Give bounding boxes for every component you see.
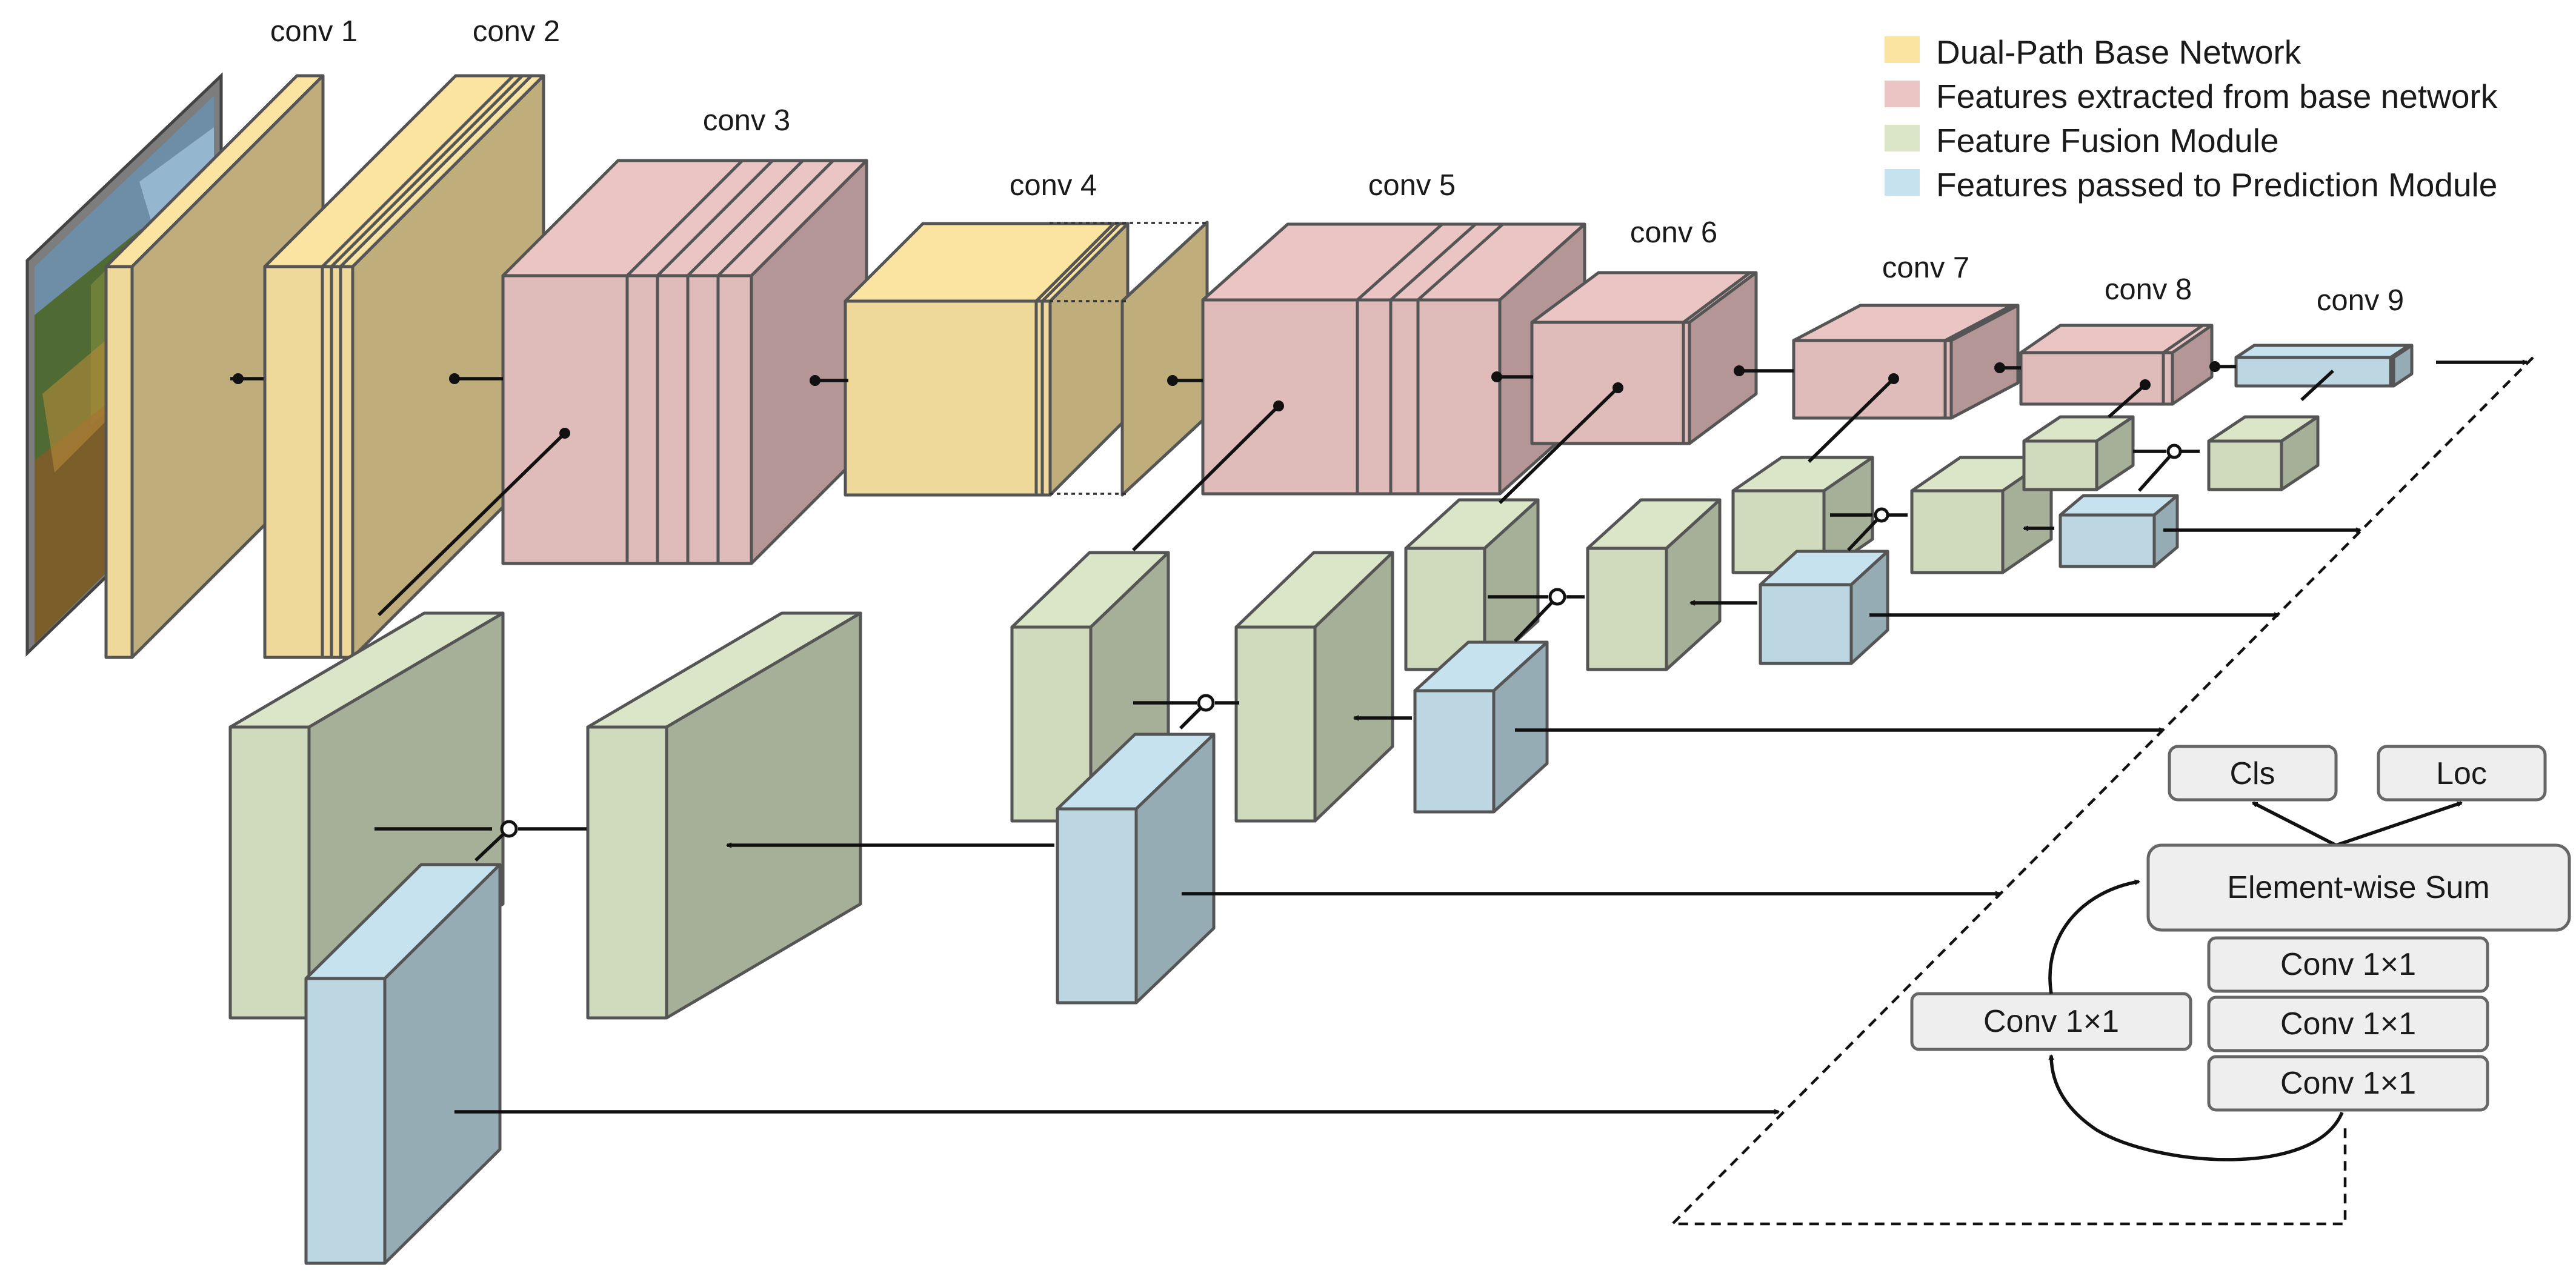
legend-label-extracted: Features extracted from base network — [1936, 78, 2498, 115]
prediction-block-2 — [1056, 733, 1216, 1005]
legend: Dual-Path Base Network Features extracte… — [1885, 33, 2498, 204]
conv4b-block — [1120, 221, 1209, 497]
fusion-block-3a — [1404, 498, 1540, 671]
conv5-block — [1201, 222, 1586, 496]
connections — [230, 362, 2527, 1112]
prediction-module-outline — [1669, 356, 2534, 1226]
fusion-block-4b — [1910, 456, 2053, 574]
fusion-block-5b — [2207, 415, 2320, 491]
layer-labels: conv 1 conv 2 conv 3 conv 4 conv 5 conv … — [270, 15, 2404, 317]
network-blocks — [104, 74, 2414, 1265]
prediction-block-3 — [1413, 640, 1549, 814]
conv-stack-label-3: Conv 1×1 — [2280, 1066, 2416, 1101]
conv-stack-label-2: Conv 1×1 — [2280, 1006, 2416, 1042]
conv2-label: conv 2 — [473, 15, 560, 48]
fusion-block-1b — [586, 611, 862, 1020]
legend-item-base-network: Dual-Path Base Network — [1885, 33, 2301, 71]
fusion-block-2b — [1234, 551, 1394, 823]
conv4-dotted-guides — [1050, 222, 1209, 495]
conv8-label: conv 8 — [2105, 273, 2192, 306]
cls-label: Cls — [2229, 756, 2275, 791]
conv9-label: conv 9 — [2317, 284, 2404, 317]
legend-swatch-prediction — [1885, 169, 1920, 196]
junction-dots — [233, 361, 2220, 439]
loc-label: Loc — [2436, 756, 2487, 791]
conv4-label: conv 4 — [1010, 169, 1097, 202]
legend-label-fusion: Feature Fusion Module — [1936, 122, 2279, 159]
shortcut-conv-label: Conv 1×1 — [1983, 1004, 2119, 1039]
conv5-label: conv 5 — [1368, 169, 1456, 202]
legend-swatch-base — [1885, 36, 1920, 63]
conv1-label: conv 1 — [270, 15, 358, 48]
conv-stack-label-1: Conv 1×1 — [2280, 947, 2416, 982]
prediction-module: Cls Loc Element-wise Sum Conv 1×1 Conv 1… — [1910, 745, 2571, 1161]
conv7-block — [1792, 304, 2020, 420]
fusion-block-3b — [1586, 498, 1722, 671]
legend-item-prediction: Features passed to Prediction Module — [1885, 166, 2497, 204]
conv2-block — [263, 74, 545, 659]
legend-swatch-extracted — [1885, 81, 1920, 107]
conv4-block — [844, 222, 1130, 497]
element-wise-sum-box: Element-wise Sum — [2146, 843, 2571, 932]
fusion-block-5a — [2022, 415, 2135, 491]
conv-stack: Conv 1×1 Conv 1×1 Conv 1×1 — [2207, 936, 2489, 1112]
conv6-label: conv 6 — [1630, 216, 1717, 249]
loc-box: Loc — [2377, 745, 2547, 802]
legend-swatch-fusion — [1885, 125, 1920, 151]
prediction-block-4 — [1759, 550, 1889, 665]
conv9-block — [2234, 344, 2414, 388]
shortcut-conv-box: Conv 1×1 — [1910, 992, 2192, 1051]
conv7-label: conv 7 — [1882, 251, 1969, 284]
prediction-block-5 — [2058, 494, 2179, 568]
prediction-block-1 — [304, 863, 502, 1265]
legend-item-fusion: Feature Fusion Module — [1885, 122, 2279, 159]
legend-label-base: Dual-Path Base Network — [1936, 33, 2301, 71]
conv3-label: conv 3 — [703, 104, 790, 137]
legend-item-extracted: Features extracted from base network — [1885, 78, 2498, 115]
element-wise-sum-label: Element-wise Sum — [2227, 870, 2489, 905]
conv3-block — [501, 159, 868, 565]
cls-box: Cls — [2168, 745, 2338, 802]
conv6-block — [1530, 271, 1758, 445]
legend-label-prediction: Features passed to Prediction Module — [1936, 166, 2497, 204]
conv8-block — [2019, 324, 2214, 406]
